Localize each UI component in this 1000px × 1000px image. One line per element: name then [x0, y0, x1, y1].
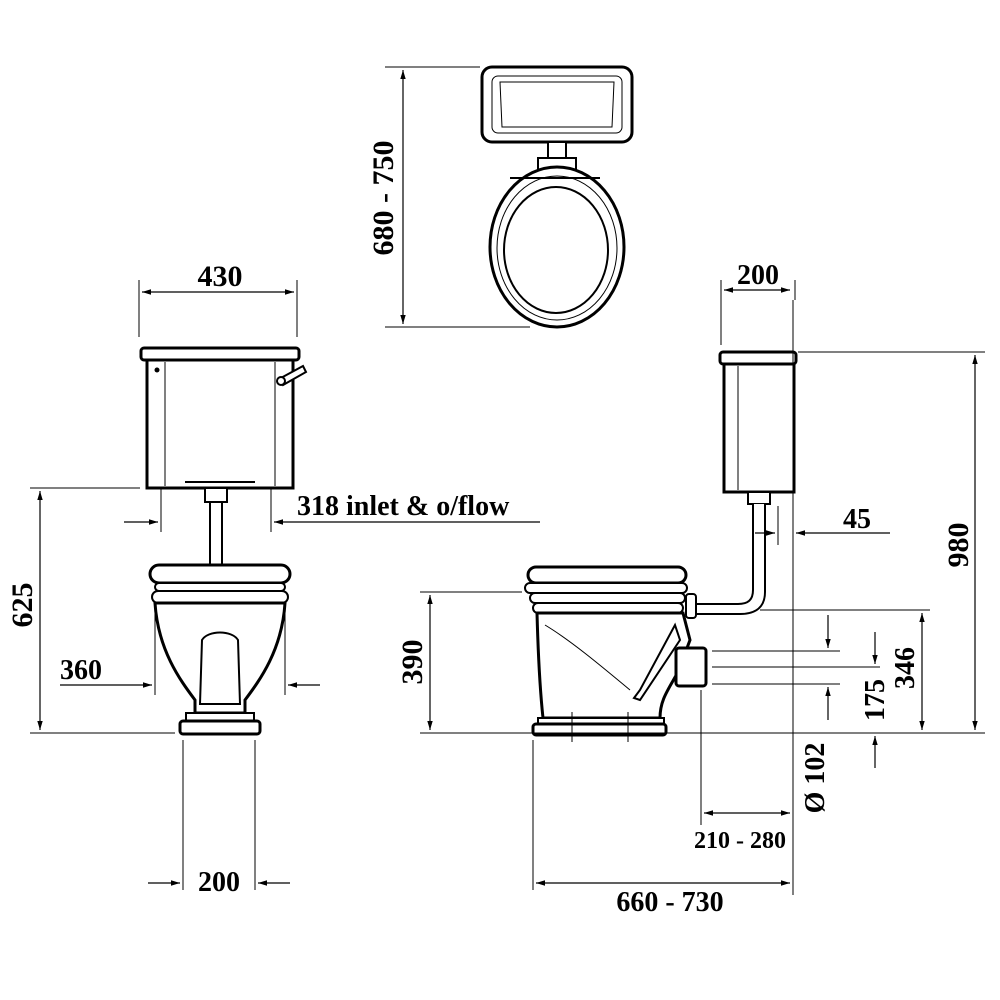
- front-base: [178, 719, 262, 736]
- top-seat-opening: [503, 186, 609, 314]
- side-view: 200 45 980 390 Ø 102 175 346 210 -: [396, 260, 985, 918]
- dim-total-height: 980: [942, 523, 975, 568]
- side-pipe-inlet-cone: [685, 593, 697, 619]
- dim-outlet-diameter: Ø 102: [800, 743, 831, 814]
- side-flush-pipe: [694, 504, 766, 615]
- top-cistern-lid-panel: [499, 81, 615, 128]
- dim-outlet-top: 346: [890, 647, 921, 689]
- side-seat-lid: [526, 565, 688, 585]
- dim-side-cistern-depth: 200: [737, 260, 779, 291]
- dim-top-depth: 680 - 750: [367, 141, 400, 256]
- dim-wall-gap: 45: [843, 504, 871, 535]
- side-base: [531, 722, 668, 737]
- side-cistern-lid: [718, 350, 798, 366]
- front-seat-rim: [151, 590, 289, 604]
- top-cistern-inner: [491, 75, 623, 134]
- side-cistern-body: [722, 362, 796, 494]
- dim-projection: 660 - 730: [616, 887, 723, 918]
- front-cistern-body: [145, 358, 295, 490]
- side-trap: [632, 622, 682, 702]
- top-view: 680 - 750: [367, 65, 634, 329]
- dim-bowl-width: 360: [60, 655, 102, 686]
- dim-seat-height: 390: [396, 640, 429, 685]
- side-seat: [524, 582, 688, 594]
- side-bowl-body: [535, 611, 692, 720]
- dim-base-width: 200: [198, 867, 240, 898]
- front-cistern-lid: [139, 346, 301, 362]
- top-seat-ring: [496, 175, 618, 321]
- front-flush-pipe: [209, 501, 223, 566]
- side-outlet-pipe: [674, 646, 708, 688]
- dim-outlet-setback: 210 - 280: [694, 828, 786, 854]
- side-pipe-coupling: [747, 491, 771, 505]
- dim-cistern-width: 430: [198, 260, 243, 293]
- front-view: 430 318 inlet & o/flow 625 360 200: [6, 260, 540, 898]
- front-pipe-coupling: [204, 487, 228, 503]
- front-seat-lid: [148, 563, 292, 585]
- dim-outlet-center: 175: [860, 679, 891, 721]
- dim-inlet-overflow: 318 inlet & o/flow: [297, 491, 510, 522]
- top-cistern-outline: [480, 65, 634, 144]
- front-pedestal-recess: [198, 631, 242, 705]
- dim-front-height: 625: [6, 583, 39, 628]
- front-cistern-bolt: [154, 367, 160, 373]
